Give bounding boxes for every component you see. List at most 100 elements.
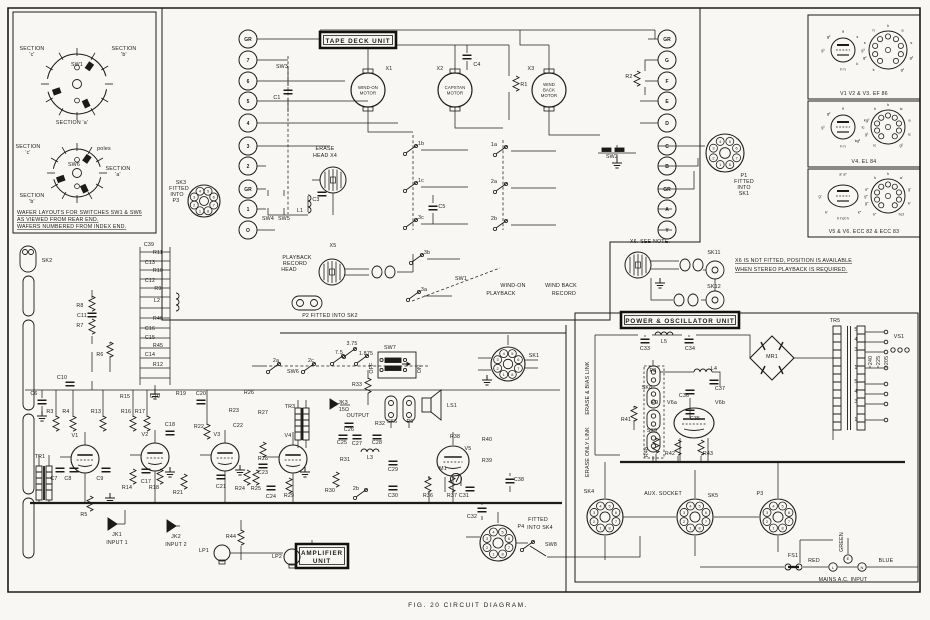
component-label: R44 <box>226 534 236 540</box>
switch-contact <box>353 488 367 499</box>
valve-box-1 <box>808 15 920 99</box>
component-label: ERASE <box>316 146 335 152</box>
wafer-sw6 <box>47 143 107 203</box>
svg-text:8: 8 <box>207 208 209 213</box>
svg-text:k″: k″ <box>873 212 877 217</box>
valve-v1 <box>71 445 99 473</box>
component-label: C27 <box>352 441 362 447</box>
component-label: C20 <box>196 391 206 397</box>
capacitor-icon <box>56 468 65 471</box>
resistor-icon <box>89 319 95 334</box>
resistor-icon <box>449 477 455 492</box>
component-label: 1b <box>418 141 424 147</box>
svg-text:kg³: kg³ <box>864 117 870 122</box>
live-terminal <box>829 563 837 571</box>
svg-text:4: 4 <box>772 504 775 509</box>
capacitor-icon <box>38 400 47 403</box>
component-label: 15Ω <box>339 407 349 413</box>
component-label: R37 <box>447 493 457 499</box>
jk3-jack-icon <box>330 399 338 409</box>
component-label: FS1 <box>788 553 798 559</box>
svg-text:g¹: g¹ <box>821 48 825 53</box>
svg-text:3: 3 <box>766 510 768 515</box>
component-label: C33 <box>640 346 650 352</box>
svg-text:g″: g″ <box>865 200 869 205</box>
svg-text:2: 2 <box>712 155 714 160</box>
terminal-right-d-4: D <box>658 114 676 132</box>
svg-text:V1 V2 & V3. EF 86: V1 V2 & V3. EF 86 <box>840 91 888 97</box>
svg-text:a″: a″ <box>865 186 869 191</box>
sk2-connector <box>19 245 37 559</box>
component-label: SK1 <box>529 353 540 359</box>
svg-text:h: h <box>887 102 889 107</box>
svg-text:MOTOR: MOTOR <box>360 90 376 95</box>
capacitor-icon <box>142 469 151 472</box>
terminal-left-2-6: 2 <box>239 157 257 175</box>
component-label: INTO SK4 <box>527 525 553 531</box>
terminal-right-e-3: E <box>658 92 676 110</box>
capacitor-icon <box>466 487 475 490</box>
svg-text:1: 1 <box>492 551 494 556</box>
svg-text:a′ a″: a′ a″ <box>839 172 847 177</box>
component-label: R2 <box>625 74 632 80</box>
resistor-icon <box>260 442 266 457</box>
svg-text:MOTOR: MOTOR <box>541 93 557 98</box>
unit-boundaries <box>13 8 920 592</box>
svg-text:WIND-ON: WIND-ON <box>358 85 378 90</box>
tr1-transformer <box>35 465 53 501</box>
svg-text:7: 7 <box>788 519 790 524</box>
component-label: R18 <box>149 485 159 491</box>
component-label: 5 <box>854 379 857 385</box>
component-label: V6b <box>715 400 725 406</box>
wafer-note-line: WAFERS NUMBERED FROM INDEX END. <box>17 224 126 230</box>
component-label: 2c <box>308 358 314 364</box>
sw7-switch <box>377 351 417 379</box>
svg-text:6: 6 <box>788 510 790 515</box>
component-label: TR1 <box>35 454 46 460</box>
terminal-left-6-2: 6 <box>239 72 257 90</box>
component-label: R11 <box>153 250 163 256</box>
component-label: R41 <box>621 417 631 423</box>
component-label: R23 <box>229 408 239 414</box>
component-label: GREEN <box>839 532 845 552</box>
sk6-connector <box>384 395 398 423</box>
component-label: C25 <box>337 440 347 446</box>
component-label: C24 <box>266 494 276 500</box>
component-label: JK2 <box>171 534 181 540</box>
svg-text:8: 8 <box>781 525 783 530</box>
svg-text:F: F <box>665 79 668 85</box>
component-label: V6a <box>667 400 677 406</box>
component-label: R25 <box>251 486 261 492</box>
svg-text:2: 2 <box>683 519 685 524</box>
svg-text:6: 6 <box>705 510 707 515</box>
component-label: RED <box>808 558 820 564</box>
component-label: X5 <box>330 243 337 249</box>
component-label: C6 <box>30 391 37 397</box>
component-label: SK4 <box>584 489 595 495</box>
resistor-icon <box>107 342 113 357</box>
wafer-note-line: WAFER LAYOUTS FOR SWITCHES SW1 & SW6 <box>17 210 142 216</box>
component-label: C17 <box>141 479 151 485</box>
resistor-icon <box>100 416 106 431</box>
valve-box-3 <box>808 169 920 237</box>
component-label: C18 <box>165 422 175 428</box>
svg-text:5: 5 <box>501 530 503 535</box>
component-label: C9 <box>96 476 103 482</box>
svg-text:s: s <box>910 40 912 45</box>
component-label: 7.5 <box>335 350 343 356</box>
component-label: C7 <box>50 476 57 482</box>
capacitor-icon <box>259 464 268 467</box>
earth-terminal <box>844 555 852 563</box>
svg-text:g³: g³ <box>910 55 914 60</box>
svg-text:8: 8 <box>608 525 610 530</box>
wafer-sw1 <box>41 48 113 120</box>
svg-text:GR: GR <box>663 37 671 43</box>
component-label: R8 <box>76 303 83 309</box>
amplifier-unit-title-line2: UNIT <box>313 558 331 565</box>
component-label: R15 <box>120 394 130 400</box>
terminal-left-1-8: 1 <box>239 200 257 218</box>
component-label: C12 <box>145 278 155 284</box>
